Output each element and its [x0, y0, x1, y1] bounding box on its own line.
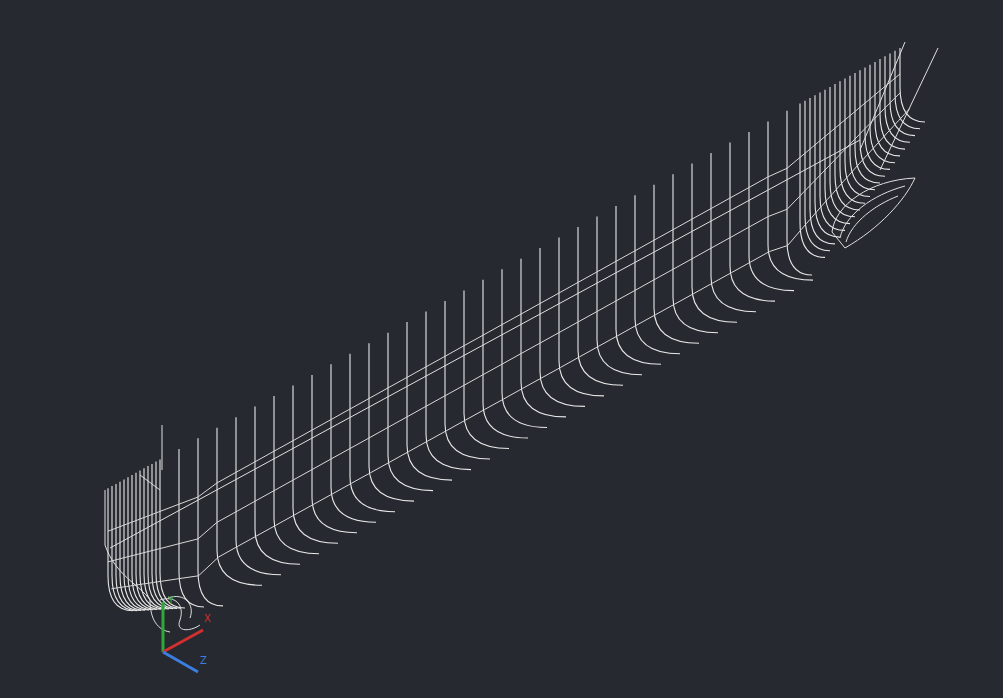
hull-details [105, 42, 938, 632]
station-line [179, 449, 204, 607]
ucs-icon [163, 602, 203, 672]
station-line [198, 438, 223, 606]
waterline [108, 74, 900, 531]
station-line [815, 95, 840, 237]
waterline [111, 109, 909, 589]
station-line [895, 51, 920, 129]
y-axis [162, 602, 165, 652]
centre-line [110, 140, 860, 548]
station-line [810, 98, 835, 244]
station-line [900, 48, 925, 122]
station-line [768, 121, 813, 280]
station-line [860, 70, 885, 176]
bulbous-bow [832, 178, 915, 248]
station-line [805, 101, 830, 251]
axis-label: X [204, 614, 211, 624]
station-line [885, 56, 910, 142]
stem-line [860, 42, 905, 150]
stern-line [140, 475, 160, 490]
stern-profile [105, 490, 170, 632]
stem-line [880, 48, 938, 170]
x-axis [163, 630, 203, 652]
bulbous-bow [840, 186, 905, 238]
waterlines [108, 74, 910, 589]
station-lines [108, 48, 925, 611]
stern-line [162, 425, 163, 470]
bulbous-bow [846, 196, 898, 242]
station-line [160, 459, 185, 608]
waterline [108, 92, 901, 561]
stern-profile [160, 599, 200, 630]
stern-profile [168, 596, 191, 618]
z-axis [163, 652, 198, 672]
axis-label: Z [200, 656, 207, 666]
station-line [800, 104, 825, 258]
axis-label: Y [168, 596, 174, 606]
station-line [855, 73, 880, 183]
